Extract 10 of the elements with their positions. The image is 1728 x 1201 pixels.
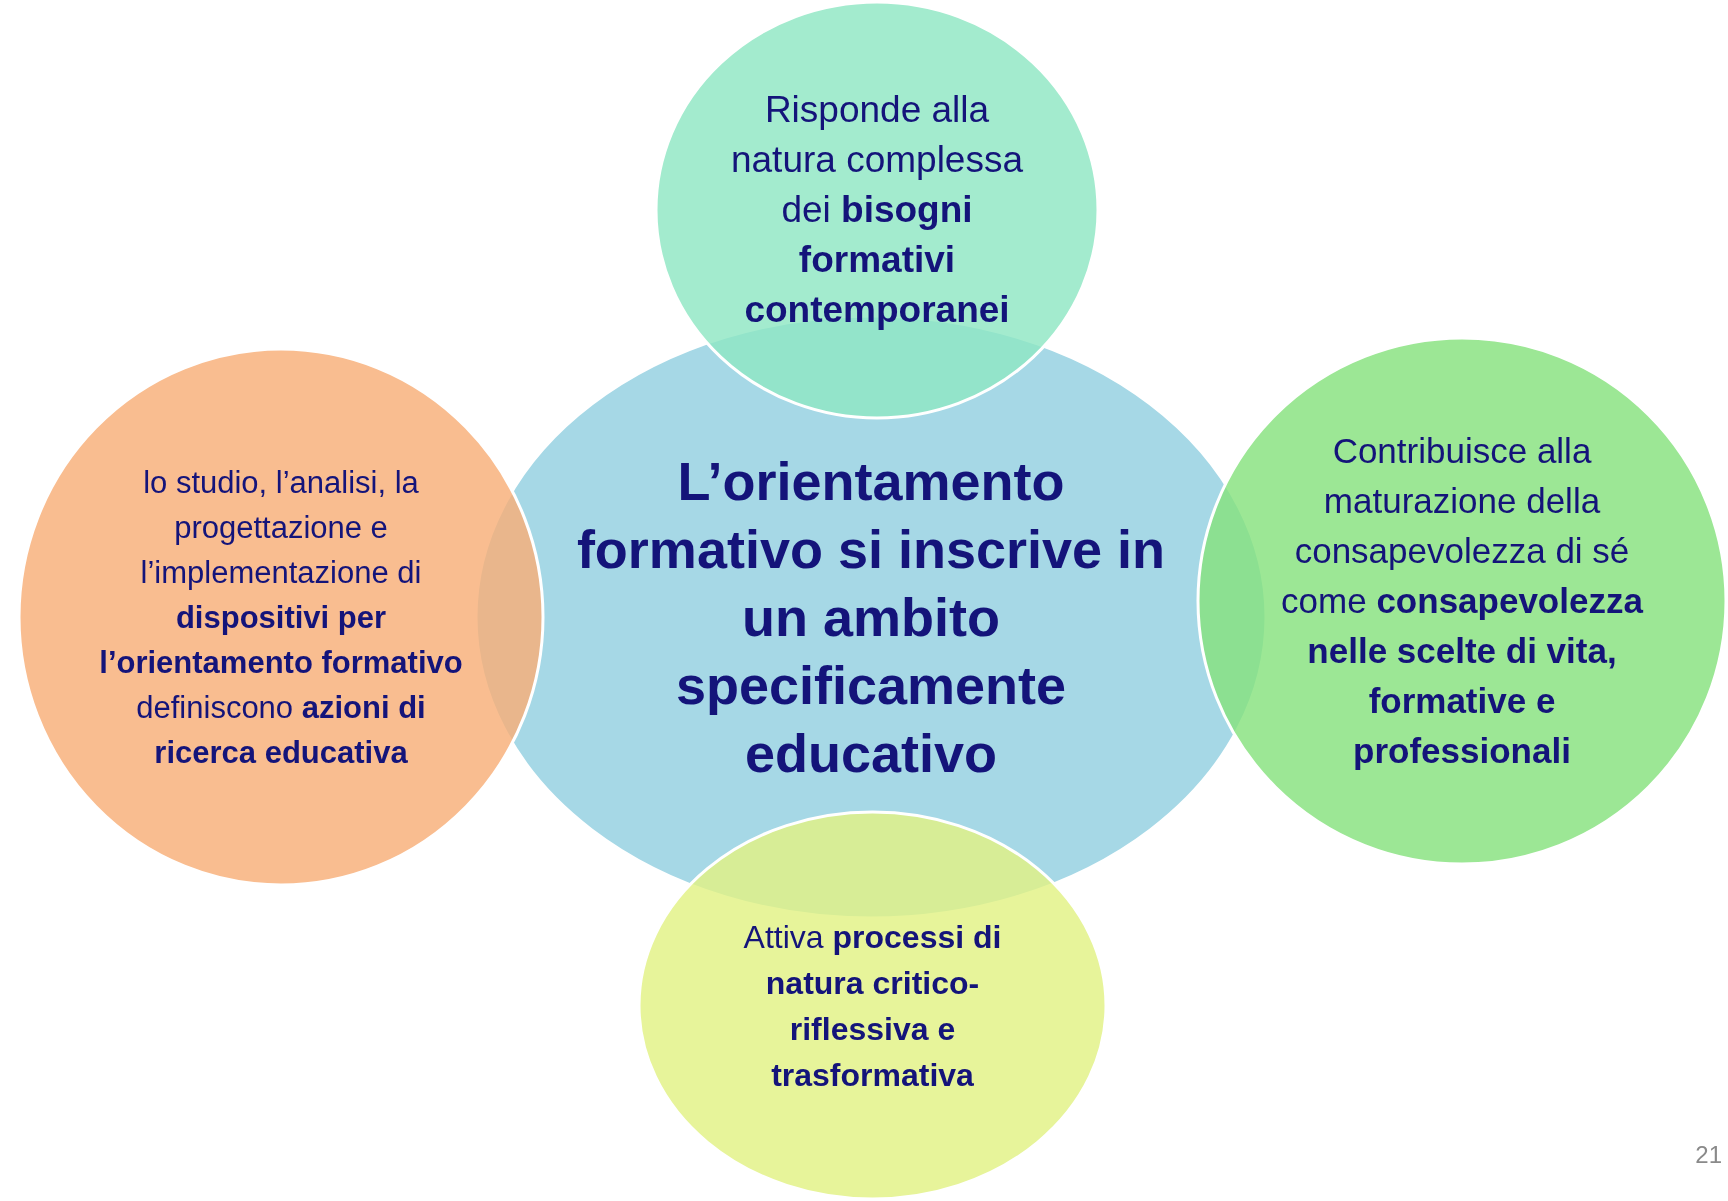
topic-circle bbox=[654, 0, 1100, 420]
topic-circle bbox=[17, 347, 545, 887]
circle-text: lo studio, l’analisi, la progettazione e l’implementazione di dispositivi per l’orientamento formativo definiscono azioni di ricerca educativa bbox=[98, 463, 464, 772]
topic-circle bbox=[1196, 336, 1728, 866]
circle-text: Risponde alla natura complessa dei bisogni formativi contemporanei bbox=[729, 88, 1024, 332]
circle-text: L’orientamento formativo si inscrive in un ambito specificamente educativo bbox=[575, 450, 1167, 785]
topic-circle bbox=[637, 810, 1108, 1201]
circle-text: Contribuisce alla maturazione della consapevolezza di sé come consapevolezza nelle scelte di vita, formative e professionali bbox=[1280, 430, 1645, 772]
page-number: 21 bbox=[1695, 1140, 1722, 1170]
circle-text: Attiva processi di natura critico-riflessiva e trasformativa bbox=[742, 917, 1003, 1095]
